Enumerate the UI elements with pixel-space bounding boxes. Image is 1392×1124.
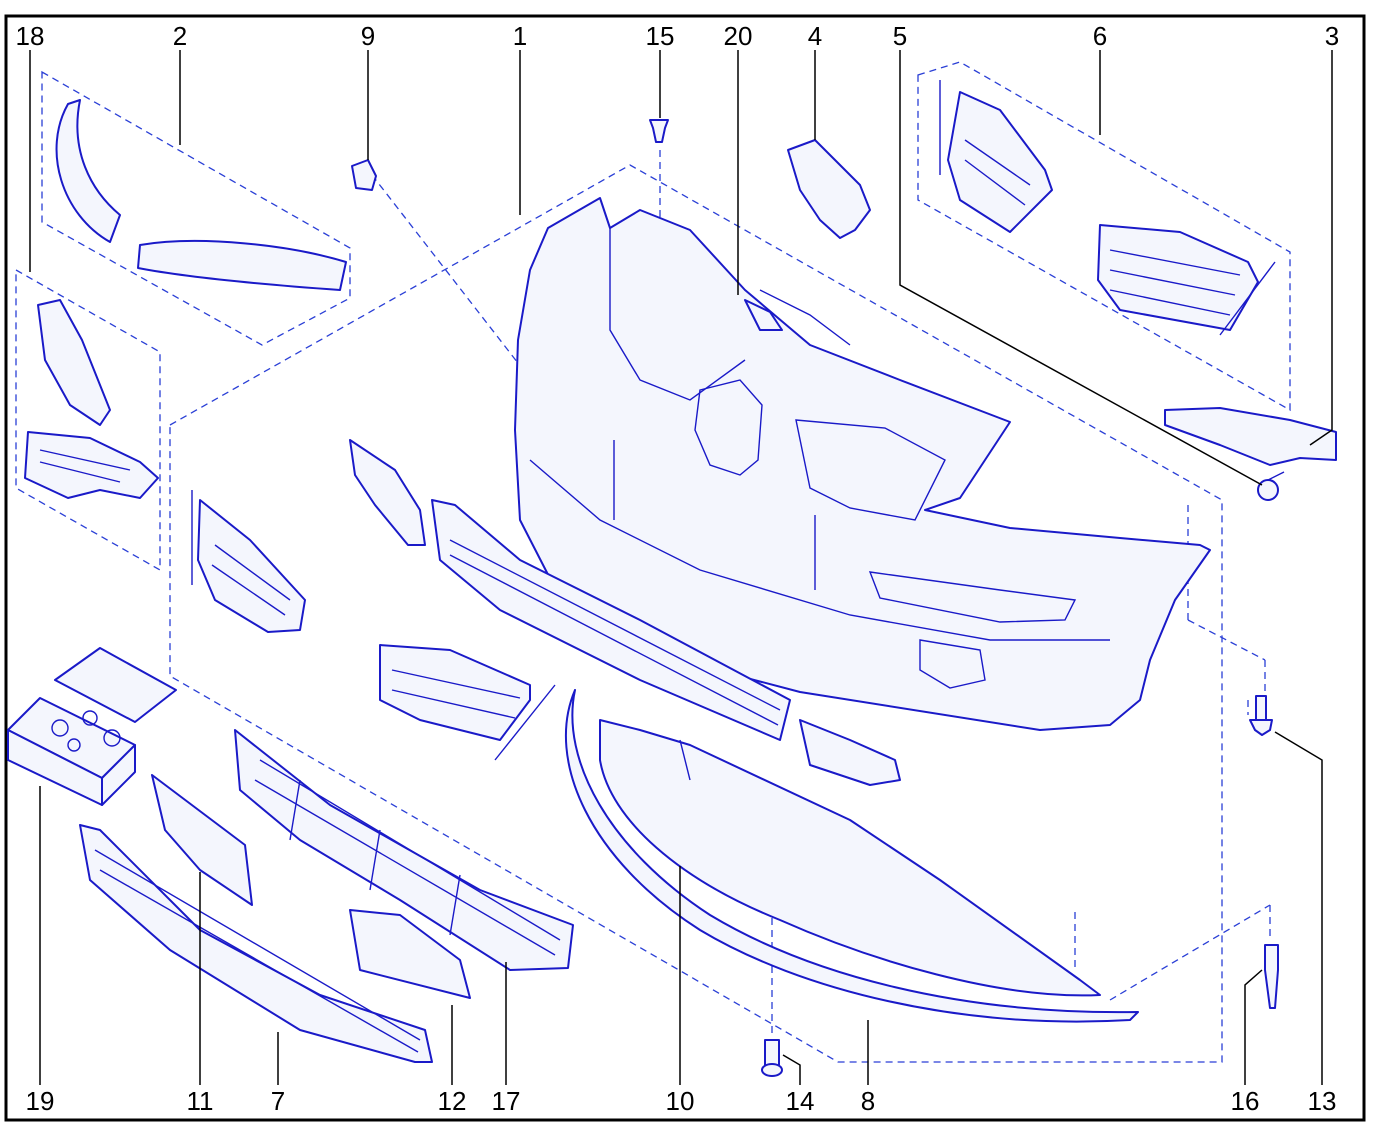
part-15-screw <box>649 119 669 143</box>
part-11-plate <box>151 774 253 906</box>
part-8-undertray <box>565 689 1139 1023</box>
part-14-screw <box>761 1039 783 1077</box>
callout-4: 4 <box>808 21 822 51</box>
part-12-plate <box>349 909 471 999</box>
group-boxes <box>15 61 1291 1063</box>
callout-9: 9 <box>361 21 375 51</box>
part-3-bracket <box>1164 407 1337 466</box>
part-19-kit-box <box>7 647 177 806</box>
diagram-frame <box>4 14 1366 1122</box>
part-16-rivet <box>1264 944 1279 1009</box>
left-side-grilles <box>191 439 426 633</box>
callout-17: 17 <box>492 1086 521 1116</box>
callout-1: 1 <box>513 21 527 51</box>
part-1-bumper <box>514 197 1211 731</box>
callout-11: 11 <box>187 1086 214 1116</box>
callout-6: 6 <box>1093 21 1107 51</box>
part-10-lower-grille <box>379 499 901 786</box>
part-6-side-grilles <box>939 80 1276 336</box>
callout-8: 8 <box>861 1086 875 1116</box>
leader-lines <box>29 50 1333 1085</box>
part-13-screw <box>1249 695 1273 736</box>
part-17-mesh-grille <box>234 729 574 971</box>
part-18-fog-brackets <box>24 299 159 499</box>
part-9-clip <box>351 159 377 191</box>
part-4-bracket <box>787 139 871 239</box>
callout-19: 19 <box>26 1086 55 1116</box>
callout-14: 14 <box>786 1086 815 1116</box>
callout-20: 20 <box>724 21 753 51</box>
callout-15: 15 <box>646 21 675 51</box>
callout-10: 10 <box>666 1086 695 1116</box>
part-5-screw <box>1257 471 1285 501</box>
part-7-lower-grille <box>79 824 433 1063</box>
part-20-tab <box>744 299 783 331</box>
callout-12: 12 <box>438 1086 467 1116</box>
callout-3: 3 <box>1325 21 1339 51</box>
callout-13: 13 <box>1308 1086 1337 1116</box>
part-2-trim-strips <box>55 99 347 291</box>
callout-numbers: 18 2 9 1 15 20 4 5 6 3 19 11 7 12 17 10 … <box>16 21 1340 1116</box>
callout-5: 5 <box>893 21 907 51</box>
callout-16: 16 <box>1231 1086 1260 1116</box>
callout-7: 7 <box>271 1086 285 1116</box>
callout-18: 18 <box>16 21 45 51</box>
callout-2: 2 <box>173 21 187 51</box>
